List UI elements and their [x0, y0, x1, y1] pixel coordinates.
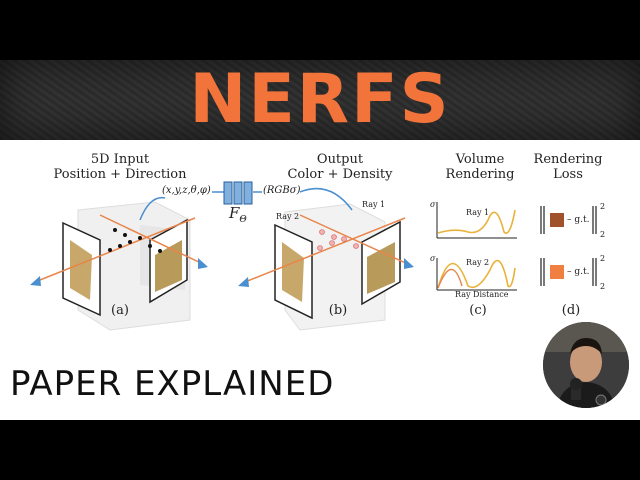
scene-b [238, 187, 414, 331]
mlp-block [212, 181, 262, 205]
paper-figure-panel: 5D Input Position + Direction Output Col… [0, 140, 640, 420]
norm-exp-2: 2 [600, 254, 606, 263]
caption-a: (a) [111, 303, 129, 318]
norm-sub-1: 2 [600, 230, 606, 239]
heading-a-line1: 5D Input [90, 152, 150, 167]
gt-text-2: g.t. [574, 267, 590, 277]
rendering-loss [540, 206, 597, 286]
mlp-input-label: (x,y,z,θ,φ) [162, 185, 211, 196]
gt-label-2: – g.t. [567, 267, 590, 277]
heading-d-line1: Rendering [533, 152, 603, 167]
mlp-f: F [229, 204, 240, 222]
caption-c: (c) [469, 303, 487, 318]
sigma-axis-1: σ [430, 200, 436, 209]
heading-c-line2: Rendering [445, 167, 515, 182]
ray2-label-c: Ray 2 [466, 258, 490, 267]
nerf-pipeline-figure [30, 181, 597, 331]
heading-b-line2: Color + Density [287, 167, 393, 182]
title-banner [0, 60, 640, 140]
mlp-function-label: FΘ [229, 204, 247, 225]
ray1-label-c: Ray 1 [466, 208, 490, 217]
ray1-label-b: Ray 1 [362, 200, 386, 209]
heading-a-line2: Position + Direction [53, 167, 187, 182]
volume-rendering-plots [436, 202, 517, 291]
mlp-theta: Θ [239, 215, 247, 225]
scene-a [30, 196, 208, 331]
heading-d-line2: Loss [553, 167, 583, 182]
bottom-letterbox [0, 420, 640, 480]
video-title: NERFS [189, 60, 451, 139]
caption-b: (b) [328, 303, 348, 318]
ray-distance-label: Ray Distance [455, 290, 509, 299]
paper-explained-text: PAPER EXPLAINED [10, 364, 335, 404]
presenter-avatar [543, 322, 629, 408]
top-letterbox [0, 0, 640, 60]
gt-label-1: – g.t. [567, 215, 590, 225]
heading-c-line1: Volume [455, 152, 505, 167]
ray2-label-b: Ray 2 [276, 212, 300, 221]
sigma-axis-2: σ [430, 254, 436, 263]
norm-exp-1: 2 [600, 202, 606, 211]
heading-b-line1: Output [316, 152, 364, 167]
caption-d: (d) [561, 303, 581, 318]
norm-sub-2: 2 [600, 282, 606, 291]
mlp-output-label: (RGBσ) [263, 185, 301, 196]
gt-text-1: g.t. [574, 215, 590, 225]
